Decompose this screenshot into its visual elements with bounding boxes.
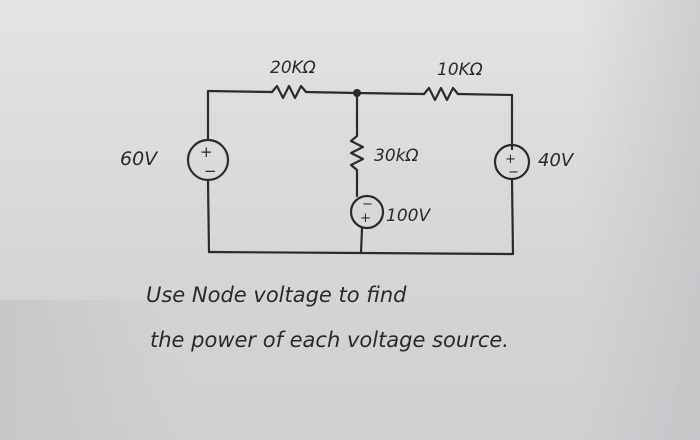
wire-top-right xyxy=(456,92,514,151)
question-line-2: the power of each voltage source. xyxy=(150,328,509,352)
wire-middle-lower xyxy=(359,226,364,255)
shadow-right xyxy=(580,0,700,440)
resistor-30k-label: 30kΩ xyxy=(374,146,419,166)
source-60v-label: 60V xyxy=(120,148,158,170)
wire-top-mid-left xyxy=(304,90,358,95)
source-40v-label: 40V xyxy=(538,150,574,171)
question-line-1: Use Node voltage to find xyxy=(146,283,407,307)
wire-bottom xyxy=(207,250,515,256)
resistor-10k xyxy=(422,86,460,102)
wire-right-lower xyxy=(510,177,515,256)
wire-left-lower xyxy=(206,179,211,254)
resistor-20k xyxy=(270,84,308,100)
wire-top-left xyxy=(206,89,274,98)
source-40v-minus: − xyxy=(508,165,519,180)
source-60v-plus: + xyxy=(200,143,213,161)
source-100v-label: 100V xyxy=(386,206,431,226)
resistor-30k xyxy=(349,134,365,172)
resistor-20k-label: 20KΩ xyxy=(270,58,316,78)
shadow-left xyxy=(0,300,190,440)
resistor-10k-label: 10KΩ xyxy=(437,60,483,80)
wire-top-mid-right xyxy=(354,91,426,96)
source-100v-plus: + xyxy=(360,211,371,226)
source-100v-minus: − xyxy=(362,197,373,212)
source-100v-circle xyxy=(349,194,385,230)
source-60v-minus: − xyxy=(204,162,217,180)
source-40v-plus: + xyxy=(505,152,516,167)
